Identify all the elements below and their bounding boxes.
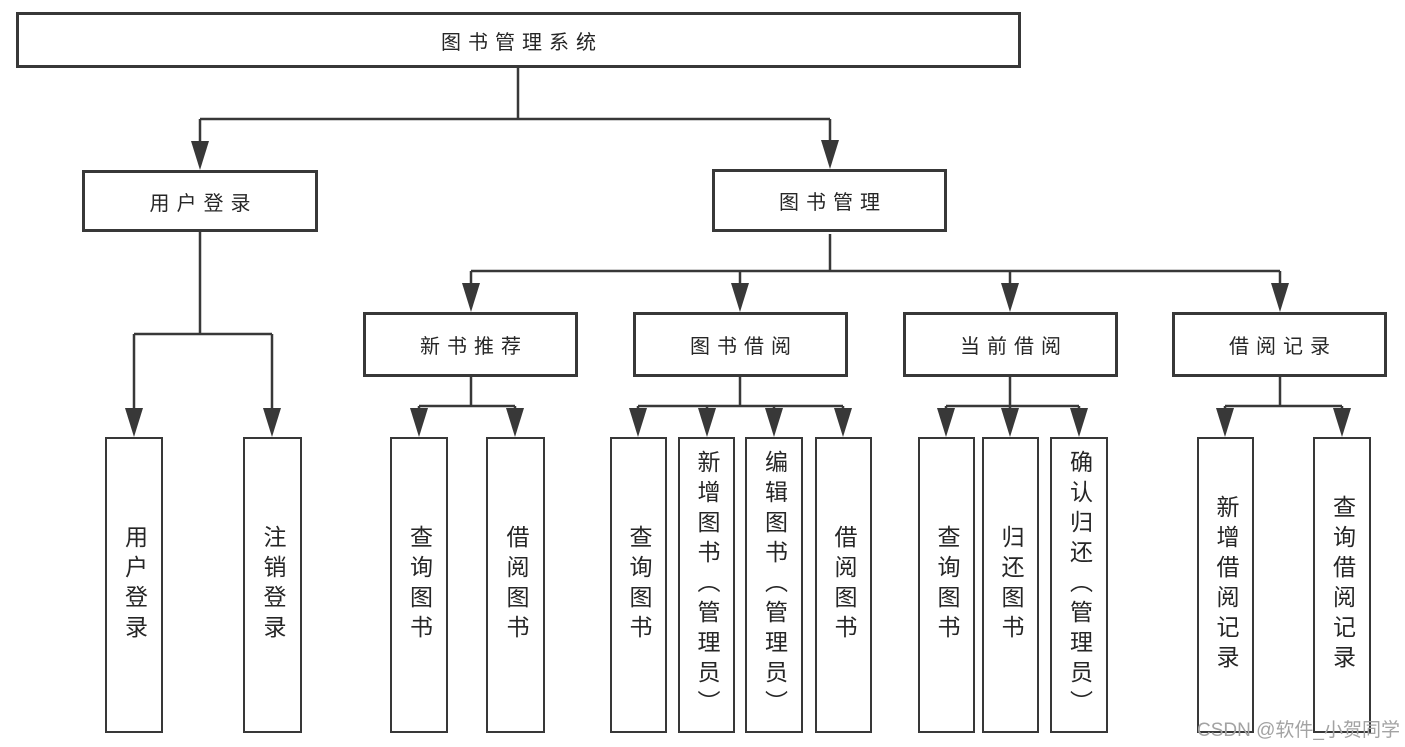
node-new-book-recommend-label: 新书推荐 (420, 336, 528, 358)
leaf-edit-books-admin: 编辑图书（管理员） (745, 437, 803, 733)
leaf-query-borrow-record: 查询借阅记录 (1313, 437, 1371, 733)
leaf-logout: 注销登录 (243, 437, 302, 733)
node-current-borrowing-label: 当前借阅 (960, 336, 1068, 358)
leaf-query-books-recommend: 查询图书 (390, 437, 448, 733)
leaf-borrow-books-recommend: 借阅图书 (486, 437, 545, 733)
leaf-borrow-books-recommend-label: 借阅图书 (503, 525, 529, 645)
leaf-query-books-current-label: 查询图书 (934, 525, 960, 645)
node-borrow-records-label: 借阅记录 (1229, 336, 1337, 358)
node-library-system-label: 图书管理系统 (441, 31, 603, 54)
leaf-logout-label: 注销登录 (260, 525, 286, 645)
leaf-confirm-return-admin: 确认归还（管理员） (1050, 437, 1108, 733)
leaf-borrow-books-borrowing: 借阅图书 (815, 437, 872, 733)
node-book-borrowing-label: 图书借阅 (690, 336, 798, 358)
node-book-management: 图书管理 (712, 169, 947, 232)
leaf-edit-books-admin-label: 编辑图书（管理员） (761, 450, 788, 720)
node-current-borrowing: 当前借阅 (903, 312, 1118, 377)
leaf-query-books-current: 查询图书 (918, 437, 975, 733)
node-new-book-recommend: 新书推荐 (363, 312, 578, 377)
node-book-borrowing: 图书借阅 (633, 312, 848, 377)
leaf-confirm-return-admin-label: 确认归还（管理员） (1066, 450, 1093, 720)
node-user-login: 用户登录 (82, 170, 318, 232)
node-borrow-records: 借阅记录 (1172, 312, 1387, 377)
leaf-borrow-books-borrowing-label: 借阅图书 (831, 525, 857, 645)
node-book-management-label: 图书管理 (779, 192, 887, 214)
csdn-watermark: CSDN @软件_小贺同学 (1197, 720, 1400, 741)
leaf-user-login-label: 用户登录 (121, 525, 148, 645)
leaf-return-books-label: 归还图书 (998, 525, 1024, 645)
leaf-return-books: 归还图书 (982, 437, 1039, 733)
node-library-system: 图书管理系统 (16, 12, 1021, 68)
leaf-query-books-recommend-label: 查询图书 (406, 525, 433, 645)
leaf-query-borrow-record-label: 查询借阅记录 (1329, 495, 1356, 675)
leaf-query-books-borrowing-label: 查询图书 (626, 525, 652, 645)
leaf-user-login: 用户登录 (105, 437, 163, 733)
leaf-add-books-admin: 新增图书（管理员） (678, 437, 735, 733)
leaf-add-borrow-record: 新增借阅记录 (1197, 437, 1254, 733)
leaf-query-books-borrowing: 查询图书 (610, 437, 667, 733)
leaf-add-borrow-record-label: 新增借阅记录 (1213, 495, 1239, 675)
node-user-login-label: 用户登录 (149, 192, 258, 215)
leaf-add-books-admin-label: 新增图书（管理员） (694, 450, 720, 720)
